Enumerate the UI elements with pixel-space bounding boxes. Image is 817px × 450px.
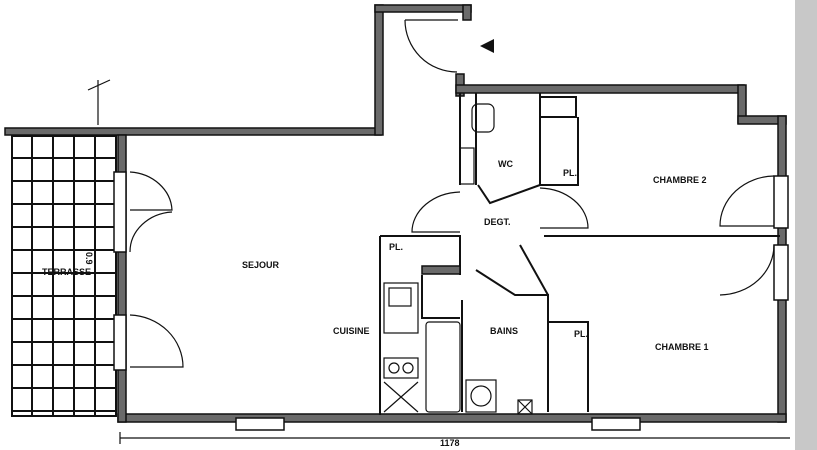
- label-closet: PL.: [389, 242, 403, 252]
- hob-icon: [383, 357, 419, 379]
- toilet-icon: [471, 103, 495, 133]
- appliance-icon: [383, 381, 419, 413]
- label-closet: PL.: [574, 329, 588, 339]
- page-edge: [795, 0, 817, 450]
- bathtub-icon: [425, 321, 461, 413]
- label-closet: PL.: [563, 168, 577, 178]
- cuisine-wall-stub: [421, 265, 461, 275]
- windows: [113, 171, 789, 431]
- dimension-label: 1178: [440, 438, 460, 448]
- label-chambre-2: CHAMBRE 2: [653, 175, 707, 185]
- label-cuisine: CUISINE: [333, 326, 370, 336]
- sink-icon: [383, 282, 419, 334]
- washbasin-icon: [465, 379, 497, 413]
- label-sejour: SEJOUR: [242, 260, 280, 270]
- dimension-line: [119, 432, 790, 444]
- label-degt: DEGT.: [484, 217, 511, 227]
- label-bains: BAINS: [490, 326, 518, 336]
- entry-arrow-icon: [480, 39, 494, 53]
- label-chambre-1: CHAMBRE 1: [655, 342, 709, 352]
- terrace-grid: [11, 135, 117, 417]
- fixtures: [383, 103, 533, 415]
- terrace-note: 0.9: [84, 252, 94, 265]
- label-wc: WC: [498, 159, 513, 169]
- axis-mark: [87, 79, 111, 125]
- interior-walls: [379, 93, 780, 415]
- label-terrasse: TERRASSE: [42, 267, 91, 277]
- doors: [129, 19, 775, 368]
